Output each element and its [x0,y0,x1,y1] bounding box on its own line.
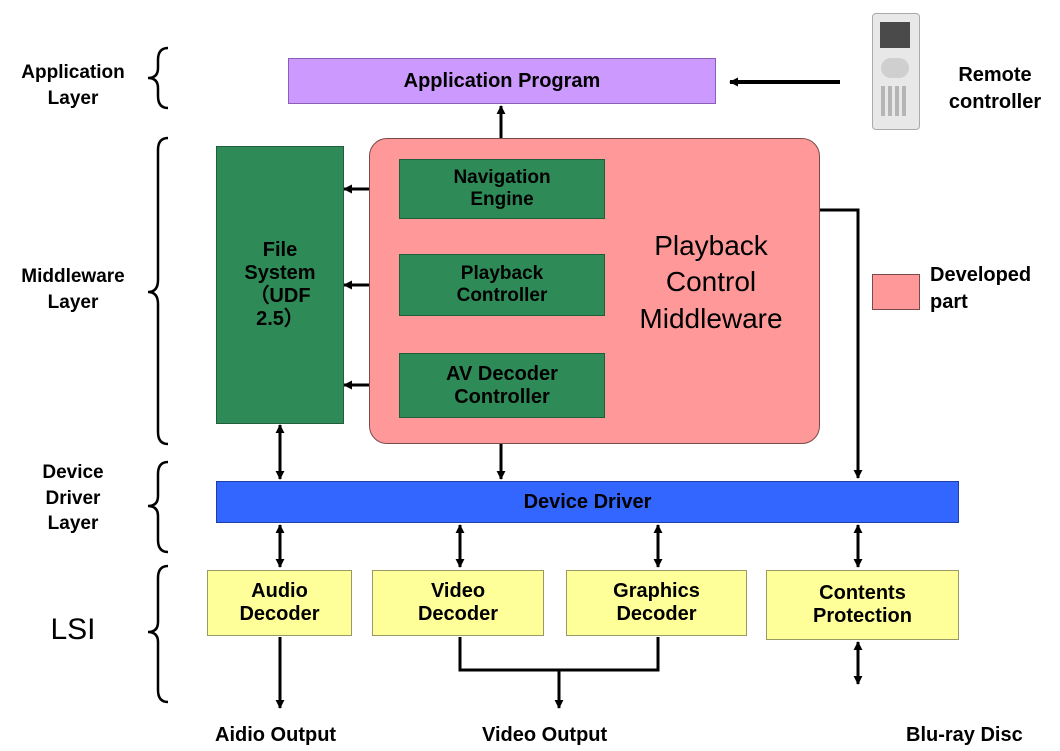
audio-output-label: Aidio Output [215,724,337,746]
application-program-box: Application Program [288,58,716,104]
video-output-label: Video Output [482,724,608,746]
brace-lsi-layer [147,564,169,704]
brace-middleware-layer [147,136,169,446]
remote-controller-icon [872,13,920,130]
layer-label-lsi: LSI [50,613,96,646]
line-video-merge [458,637,660,672]
developed-part-swatch [872,274,920,310]
brace-application-layer [147,46,169,110]
blu-ray-disc-label: Blu-ray Disc [906,724,1023,746]
device-driver-box: Device Driver [216,481,959,523]
brace-device-driver-layer [147,460,169,554]
